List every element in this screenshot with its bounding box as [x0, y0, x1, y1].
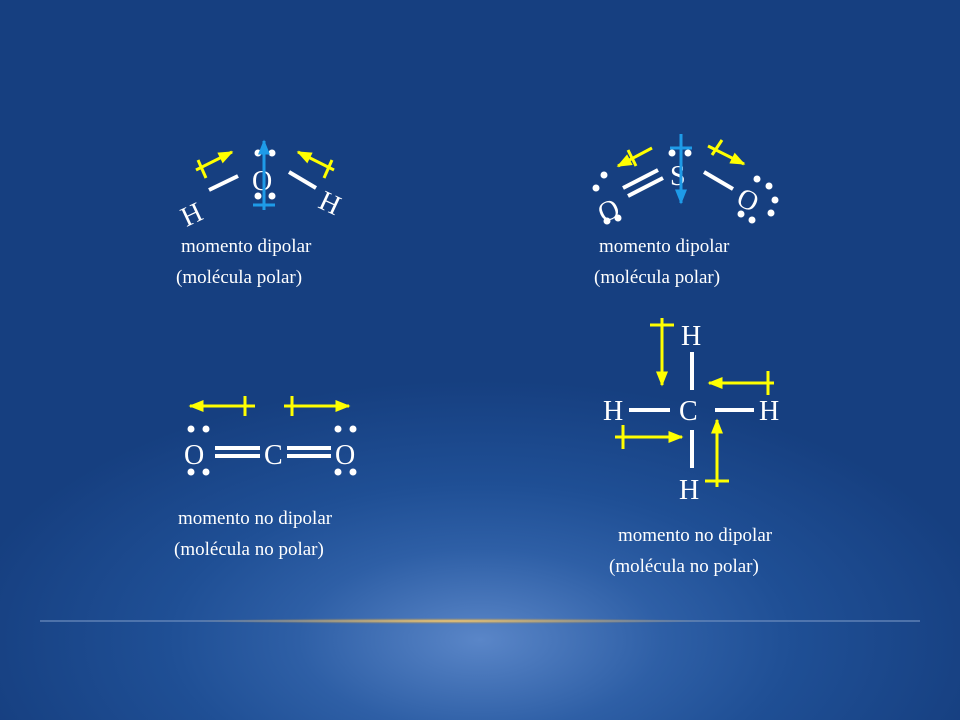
- water-net-dipole-arrow: [253, 139, 275, 210]
- so2-bond-left-b: [627, 176, 664, 198]
- so2-dipole-arrow-left: [616, 146, 653, 168]
- ch4-atom-h-top: H: [681, 321, 701, 352]
- water-atom-h1: H: [176, 197, 207, 234]
- ch4-caption-line2: (molécula no polar): [609, 556, 759, 577]
- water-dipole-arrow-left: [195, 150, 234, 179]
- ch4-atom-c: C: [679, 396, 698, 427]
- so2-atom-s: S: [670, 161, 686, 192]
- water-caption-line1: momento dipolar: [181, 236, 312, 257]
- co2-atom-o2: O: [335, 440, 355, 471]
- so2-caption-line1: momento dipolar: [599, 236, 730, 257]
- ch4-atom-h-right: H: [759, 396, 779, 427]
- co2-atom-c: C: [264, 440, 283, 471]
- so2-atom-o2: O: [732, 182, 763, 219]
- so2-dipole-arrow-right: [707, 139, 746, 166]
- ch4-dipole-arrow-left: [615, 425, 684, 449]
- water-dipole-arrow-right: [296, 150, 335, 179]
- so2-bond-right: [702, 170, 735, 191]
- co2-dipole-arrow-right: [284, 396, 351, 416]
- so2-molecule: O S O momento dipolar (molécula polar): [592, 134, 779, 288]
- co2-molecule: O C O momento no dipolar (molécula no po…: [174, 396, 357, 560]
- so2-lone-pairs: [592, 149, 779, 225]
- co2-lone-pairs: [187, 425, 357, 476]
- ch4-caption-line1: momento no dipolar: [618, 525, 773, 546]
- so2-net-dipole-arrow: [670, 134, 692, 205]
- water-molecule: H O H momento dipolar (molécula polar): [176, 139, 345, 288]
- water-atom-h2: H: [314, 185, 345, 222]
- water-bond-right: [287, 170, 318, 190]
- ch4-atom-h-left: H: [603, 396, 623, 427]
- co2-atom-o1: O: [184, 440, 204, 471]
- water-bond-left: [208, 174, 239, 192]
- so2-bond-left-a: [622, 168, 659, 190]
- water-caption-line2: (molécula polar): [176, 267, 302, 288]
- co2-dipole-arrow-left: [188, 396, 255, 416]
- ch4-dipole-arrow-right: [707, 371, 774, 395]
- water-atom-o: O: [252, 166, 272, 197]
- horizon-glow: [40, 618, 920, 624]
- co2-caption-line1: momento no dipolar: [178, 508, 333, 529]
- ch4-dipole-arrow-top: [650, 318, 674, 387]
- ch4-molecule: H H C H H momento no dipolar (molécula n…: [603, 318, 779, 577]
- co2-caption-line2: (molécula no polar): [174, 539, 324, 560]
- so2-atom-o1: O: [593, 193, 624, 230]
- ch4-dipole-arrow-bottom: [705, 418, 729, 487]
- ch4-atom-h-bottom: H: [679, 475, 699, 506]
- so2-caption-line2: (molécula polar): [594, 267, 720, 288]
